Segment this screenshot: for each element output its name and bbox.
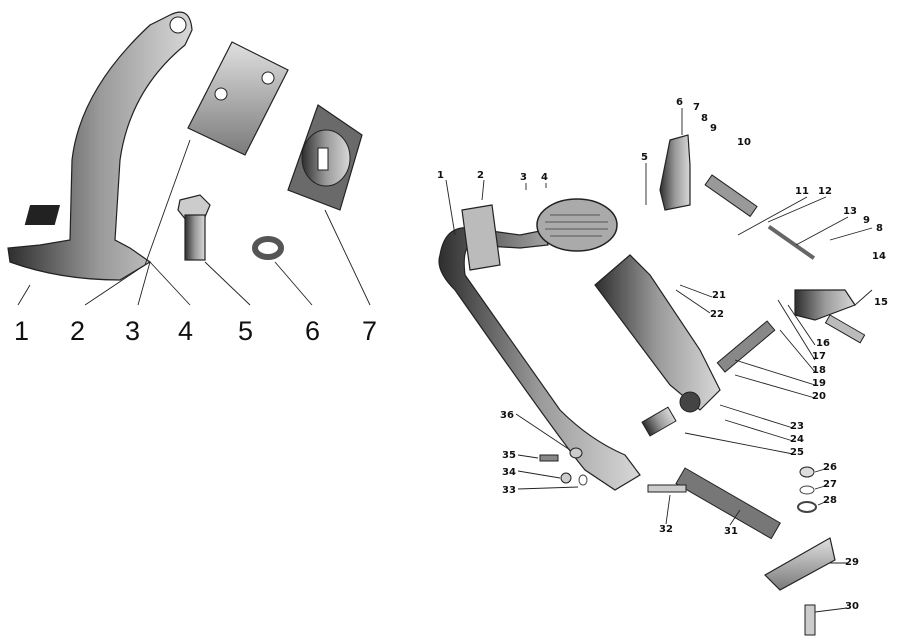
plate-hole — [214, 87, 228, 101]
callout-10: 10 — [737, 137, 751, 148]
callout-8: 8 — [701, 113, 708, 124]
bolt-15 — [824, 314, 866, 344]
callout-19: 19 — [812, 378, 826, 389]
callout-15: 15 — [874, 297, 888, 308]
callout-24: 24 — [790, 434, 804, 445]
leader-lines — [445, 108, 873, 613]
washer-33 — [578, 474, 588, 486]
callout-9b: 9 — [863, 215, 870, 226]
pedal-pad-block — [461, 204, 501, 271]
callout-26: 26 — [823, 462, 837, 473]
callout-6: 6 — [676, 97, 683, 108]
callout-1: 1 — [437, 170, 444, 181]
bracket-slot — [24, 205, 61, 225]
callout-8b: 8 — [876, 223, 883, 234]
rod-13 — [767, 225, 816, 260]
callout-17: 17 — [812, 351, 826, 362]
plate-hole — [261, 71, 275, 85]
callout-33: 33 — [502, 485, 516, 496]
bushing-25 — [641, 406, 677, 437]
bolt-30 — [804, 604, 816, 636]
callout-29: 29 — [845, 557, 859, 568]
callout-4: 4 — [541, 172, 548, 183]
callout-23: 23 — [790, 421, 804, 432]
right-group: 1 2 3 4 5 6 7 8 9 10 11 12 13 9 8 14 15 … — [437, 97, 888, 636]
callout-30: 30 — [845, 601, 859, 612]
callout-27: 27 — [823, 479, 837, 490]
callout-21: 21 — [712, 290, 726, 301]
callout-18: 18 — [812, 365, 826, 376]
screw-35 — [539, 454, 559, 462]
shaft-bore — [679, 391, 701, 413]
callout-32: 32 — [659, 524, 673, 535]
bolt — [177, 194, 211, 261]
callout-14: 14 — [872, 251, 886, 262]
plate-29 — [764, 537, 836, 591]
shim-plate — [187, 41, 289, 156]
washer-28 — [797, 501, 817, 513]
callout-9: 9 — [710, 123, 717, 134]
pedal-pad-ribs — [545, 214, 608, 237]
bracket-hole — [169, 16, 187, 34]
callout-13: 13 — [843, 206, 857, 217]
callout-5: 5 — [641, 152, 648, 163]
callout-3: 3 — [520, 172, 527, 183]
pedal-arm — [438, 227, 641, 491]
callout-31: 31 — [724, 526, 738, 537]
callout-22: 22 — [710, 309, 724, 320]
pedal-support-bracket — [594, 254, 721, 411]
callout-5: 5 — [238, 316, 253, 346]
lever-14 — [794, 289, 856, 321]
callout-36: 36 — [500, 410, 514, 421]
callout-11: 11 — [795, 186, 809, 197]
callout-2: 2 — [477, 170, 484, 181]
callout-4: 4 — [178, 316, 193, 346]
callout-6: 6 — [305, 316, 320, 346]
nut-34 — [560, 472, 572, 484]
callout-20: 20 — [812, 391, 826, 402]
cover-slot — [317, 147, 329, 171]
callout-3: 3 — [125, 316, 140, 346]
callout-7: 7 — [362, 316, 377, 346]
callout-1: 1 — [14, 316, 29, 346]
lock-washer — [252, 236, 284, 260]
pedal-bracket — [7, 11, 193, 281]
washer-27 — [799, 485, 815, 495]
shaft-18 — [716, 320, 776, 373]
spring-31 — [675, 467, 781, 540]
nut-36 — [569, 447, 583, 459]
callout-25: 25 — [790, 447, 804, 458]
nut-26 — [799, 466, 815, 478]
callout-7: 7 — [693, 102, 700, 113]
lever-6 — [659, 134, 691, 211]
left-group: 1 2 3 4 5 6 7 — [7, 11, 377, 346]
callout-34: 34 — [502, 467, 516, 478]
pin-32 — [647, 484, 687, 493]
callout-28: 28 — [823, 495, 837, 506]
clevis-10 — [704, 174, 758, 218]
callout-35: 35 — [502, 450, 516, 461]
callout-2: 2 — [70, 316, 85, 346]
pedal-pad — [536, 198, 618, 252]
callout-16: 16 — [816, 338, 830, 349]
callout-12: 12 — [818, 186, 832, 197]
